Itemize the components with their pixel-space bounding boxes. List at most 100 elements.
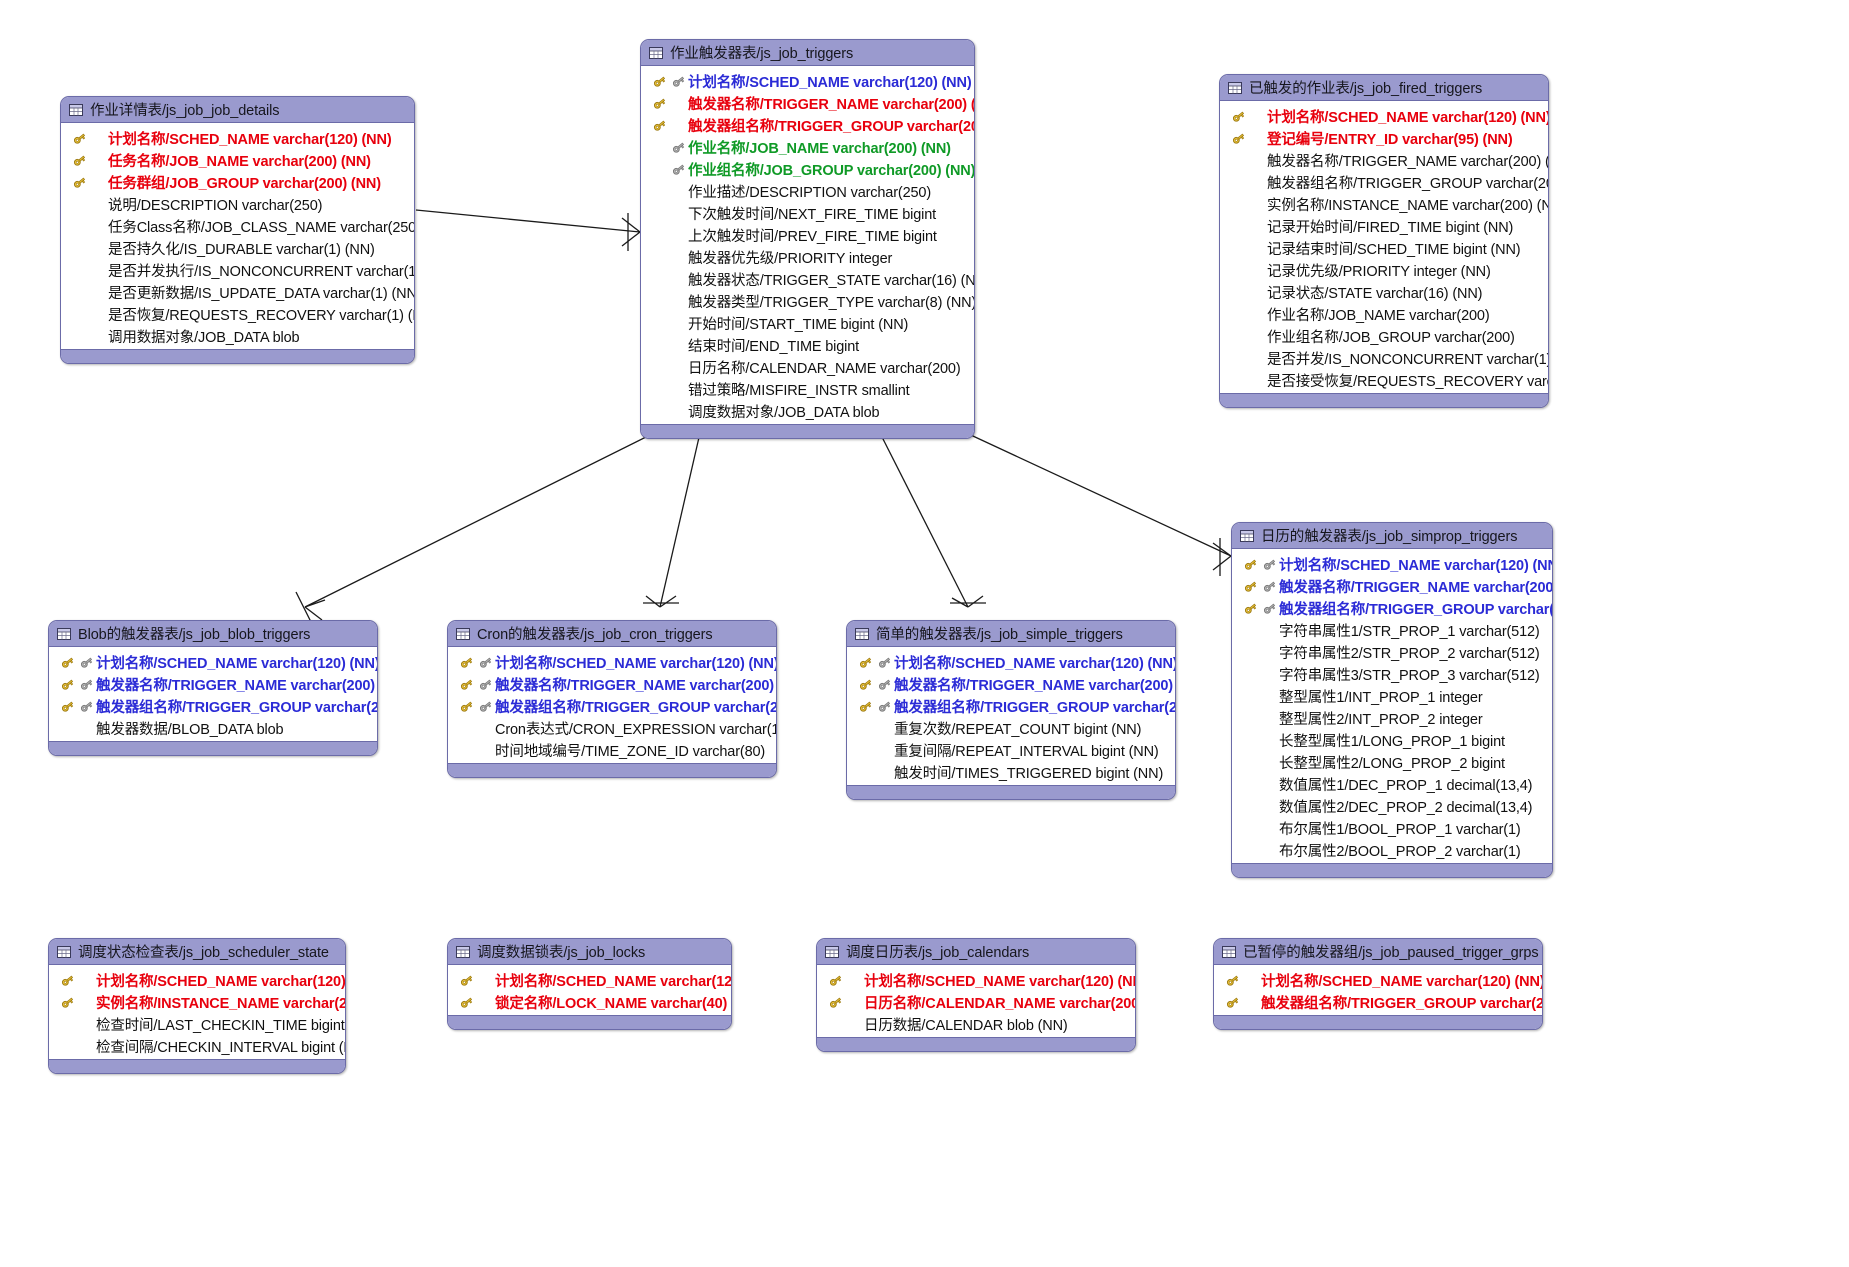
relationship-line-triggers-blob[interactable] <box>304 429 661 608</box>
attribute-row[interactable]: 计划名称/SCHED_NAME varchar(120) (NN) <box>49 651 377 673</box>
attribute-row[interactable]: 作业组名称/JOB_GROUP varchar(200) (NN) <box>641 158 974 180</box>
attribute-row[interactable]: 触发器类型/TRIGGER_TYPE varchar(8) (NN) <box>641 290 974 312</box>
attribute-row[interactable]: 开始时间/START_TIME bigint (NN) <box>641 312 974 334</box>
attribute-row[interactable]: 布尔属性2/BOOL_PROP_2 varchar(1) <box>1232 839 1552 861</box>
attribute-row[interactable]: 错过策略/MISFIRE_INSTR smallint <box>641 378 974 400</box>
attribute-row[interactable]: 触发器状态/TRIGGER_STATE varchar(16) (NN) <box>641 268 974 290</box>
attribute-row[interactable]: 作业描述/DESCRIPTION varchar(250) <box>641 180 974 202</box>
entity-fired_triggers[interactable]: 已触发的作业表/js_job_fired_triggers 计划名称/SCHED_… <box>1219 74 1549 408</box>
attribute-row[interactable]: 日历名称/CALENDAR_NAME varchar(200) (NN) <box>817 991 1135 1013</box>
attribute-row[interactable]: 长整型属性2/LONG_PROP_2 bigint <box>1232 751 1552 773</box>
entity-header-simprop_triggers[interactable]: 日历的触发器表/js_job_simprop_triggers <box>1232 523 1552 549</box>
attribute-row[interactable]: 重复次数/REPEAT_COUNT bigint (NN) <box>847 717 1175 739</box>
attribute-row[interactable]: 触发器组名称/TRIGGER_GROUP varchar(200) (NN) <box>641 114 974 136</box>
attribute-row[interactable]: 任务Class名称/JOB_CLASS_NAME varchar(250) (N… <box>61 215 414 237</box>
attribute-row[interactable]: 记录结束时间/SCHED_TIME bigint (NN) <box>1220 237 1548 259</box>
attribute-row[interactable]: 作业组名称/JOB_GROUP varchar(200) <box>1220 325 1548 347</box>
attribute-row[interactable]: 结束时间/END_TIME bigint <box>641 334 974 356</box>
attribute-row[interactable]: 检查间隔/CHECKIN_INTERVAL bigint (NN) <box>49 1035 345 1057</box>
attribute-row[interactable]: 触发器组名称/TRIGGER_GROUP varchar(200) (NN) <box>1232 597 1552 619</box>
attribute-row[interactable]: 计划名称/SCHED_NAME varchar(120) (NN) <box>49 969 345 991</box>
attribute-row[interactable]: 整型属性1/INT_PROP_1 integer <box>1232 685 1552 707</box>
entity-header-fired_triggers[interactable]: 已触发的作业表/js_job_fired_triggers <box>1220 75 1548 101</box>
attribute-row[interactable]: 字符串属性2/STR_PROP_2 varchar(512) <box>1232 641 1552 663</box>
attribute-row[interactable]: 说明/DESCRIPTION varchar(250) <box>61 193 414 215</box>
entity-scheduler_state[interactable]: 调度状态检查表/js_job_scheduler_state 计划名称/SCHED… <box>48 938 346 1074</box>
attribute-row[interactable]: 调用数据对象/JOB_DATA blob <box>61 325 414 347</box>
attribute-row[interactable]: 是否并发/IS_NONCONCURRENT varchar(1) <box>1220 347 1548 369</box>
attribute-row[interactable]: 字符串属性3/STR_PROP_3 varchar(512) <box>1232 663 1552 685</box>
attribute-row[interactable]: 长整型属性1/LONG_PROP_1 bigint <box>1232 729 1552 751</box>
entity-job_triggers[interactable]: 作业触发器表/js_job_triggers 计划名称/SCHED_NAME va… <box>640 39 975 439</box>
entity-header-scheduler_state[interactable]: 调度状态检查表/js_job_scheduler_state <box>49 939 345 965</box>
attribute-row[interactable]: 计划名称/SCHED_NAME varchar(120) (NN) <box>1214 969 1542 991</box>
attribute-row[interactable]: 触发器名称/TRIGGER_NAME varchar(200) (NN) <box>641 92 974 114</box>
attribute-row[interactable]: 计划名称/SCHED_NAME varchar(120) (NN) <box>1232 553 1552 575</box>
attribute-row[interactable]: 时间地域编号/TIME_ZONE_ID varchar(80) <box>448 739 776 761</box>
attribute-row[interactable]: 是否并发执行/IS_NONCONCURRENT varchar(1) (NN) <box>61 259 414 281</box>
relationship-line-details-triggers[interactable] <box>415 209 641 233</box>
entity-header-locks[interactable]: 调度数据锁表/js_job_locks <box>448 939 731 965</box>
attribute-row[interactable]: 作业名称/JOB_NAME varchar(200) <box>1220 303 1548 325</box>
attribute-row[interactable]: 计划名称/SCHED_NAME varchar(120) (NN) <box>817 969 1135 991</box>
attribute-row[interactable]: 日历数据/CALENDAR blob (NN) <box>817 1013 1135 1035</box>
attribute-row[interactable]: 检查时间/LAST_CHECKIN_TIME bigint (NN) <box>49 1013 345 1035</box>
attribute-row[interactable]: 是否持久化/IS_DURABLE varchar(1) (NN) <box>61 237 414 259</box>
attribute-row[interactable]: 字符串属性1/STR_PROP_1 varchar(512) <box>1232 619 1552 641</box>
attribute-row[interactable]: 触发器名称/TRIGGER_NAME varchar(200) (NN) <box>448 673 776 695</box>
attribute-row[interactable]: 触发时间/TIMES_TRIGGERED bigint (NN) <box>847 761 1175 783</box>
attribute-row[interactable]: 下次触发时间/NEXT_FIRE_TIME bigint <box>641 202 974 224</box>
attribute-row[interactable]: 布尔属性1/BOOL_PROP_1 varchar(1) <box>1232 817 1552 839</box>
attribute-row[interactable]: 触发器优先级/PRIORITY integer <box>641 246 974 268</box>
attribute-row[interactable]: 触发器名称/TRIGGER_NAME varchar(200) (NN) <box>847 673 1175 695</box>
attribute-row[interactable]: 任务名称/JOB_NAME varchar(200) (NN) <box>61 149 414 171</box>
entity-header-cron_triggers[interactable]: Cron的触发器表/js_job_cron_triggers <box>448 621 776 647</box>
attribute-row[interactable]: 记录开始时间/FIRED_TIME bigint (NN) <box>1220 215 1548 237</box>
attribute-row[interactable]: 数值属性1/DEC_PROP_1 decimal(13,4) <box>1232 773 1552 795</box>
attribute-row[interactable]: 触发器组名称/TRIGGER_GROUP varchar(200) (NN) <box>1220 171 1548 193</box>
entity-header-paused_trigger_grps[interactable]: 已暂停的触发器组/js_job_paused_trigger_grps <box>1214 939 1542 965</box>
attribute-row[interactable]: 计划名称/SCHED_NAME varchar(120) (NN) <box>61 127 414 149</box>
attribute-row[interactable]: Cron表达式/CRON_EXPRESSION varchar(120) (NN… <box>448 717 776 739</box>
attribute-row[interactable]: 触发器数据/BLOB_DATA blob <box>49 717 377 739</box>
attribute-row[interactable]: 登记编号/ENTRY_ID varchar(95) (NN) <box>1220 127 1548 149</box>
attribute-row[interactable]: 实例名称/INSTANCE_NAME varchar(200) (NN) <box>1220 193 1548 215</box>
attribute-row[interactable]: 触发器名称/TRIGGER_NAME varchar(200) (NN) <box>1232 575 1552 597</box>
attribute-row[interactable]: 触发器组名称/TRIGGER_GROUP varchar(200) (NN) <box>1214 991 1542 1013</box>
entity-header-job_details[interactable]: 作业详情表/js_job_job_details <box>61 97 414 123</box>
attribute-row[interactable]: 数值属性2/DEC_PROP_2 decimal(13,4) <box>1232 795 1552 817</box>
attribute-row[interactable]: 触发器组名称/TRIGGER_GROUP varchar(200) (NN) <box>448 695 776 717</box>
relationship-line-triggers-cron[interactable] <box>659 432 701 608</box>
relationship-line-triggers-simple[interactable] <box>879 432 969 608</box>
attribute-row[interactable]: 触发器组名称/TRIGGER_GROUP varchar(200) (NN) <box>847 695 1175 717</box>
attribute-row[interactable]: 锁定名称/LOCK_NAME varchar(40) (NN) <box>448 991 731 1013</box>
attribute-row[interactable]: 调度数据对象/JOB_DATA blob <box>641 400 974 422</box>
attribute-row[interactable]: 是否接受恢复/REQUESTS_RECOVERY varchar(1) <box>1220 369 1548 391</box>
entity-cron_triggers[interactable]: Cron的触发器表/js_job_cron_triggers 计划名称/SCHED… <box>447 620 777 778</box>
attribute-row[interactable]: 实例名称/INSTANCE_NAME varchar(200) (NN) <box>49 991 345 1013</box>
attribute-row[interactable]: 任务群组/JOB_GROUP varchar(200) (NN) <box>61 171 414 193</box>
entity-header-job_triggers[interactable]: 作业触发器表/js_job_triggers <box>641 40 974 66</box>
entity-simprop_triggers[interactable]: 日历的触发器表/js_job_simprop_triggers 计划名称/SCHE… <box>1231 522 1553 878</box>
attribute-row[interactable]: 计划名称/SCHED_NAME varchar(120) (NN) <box>641 70 974 92</box>
attribute-row[interactable]: 触发器名称/TRIGGER_NAME varchar(200) (NN) <box>49 673 377 695</box>
attribute-row[interactable]: 计划名称/SCHED_NAME varchar(120) (NN) <box>847 651 1175 673</box>
entity-header-calendars[interactable]: 调度日历表/js_job_calendars <box>817 939 1135 965</box>
relationship-line-triggers-simprop[interactable] <box>959 429 1232 557</box>
entity-paused_trigger_grps[interactable]: 已暂停的触发器组/js_job_paused_trigger_grps 计划名称/… <box>1213 938 1543 1030</box>
attribute-row[interactable]: 记录状态/STATE varchar(16) (NN) <box>1220 281 1548 303</box>
entity-job_details[interactable]: 作业详情表/js_job_job_details 计划名称/SCHED_NAME … <box>60 96 415 364</box>
attribute-row[interactable]: 是否恢复/REQUESTS_RECOVERY varchar(1) (NN) <box>61 303 414 325</box>
attribute-row[interactable]: 计划名称/SCHED_NAME varchar(120) (NN) <box>1220 105 1548 127</box>
attribute-row[interactable]: 日历名称/CALENDAR_NAME varchar(200) <box>641 356 974 378</box>
attribute-row[interactable]: 记录优先级/PRIORITY integer (NN) <box>1220 259 1548 281</box>
attribute-row[interactable]: 触发器组名称/TRIGGER_GROUP varchar(200) (NN) <box>49 695 377 717</box>
attribute-row[interactable]: 重复间隔/REPEAT_INTERVAL bigint (NN) <box>847 739 1175 761</box>
entity-locks[interactable]: 调度数据锁表/js_job_locks 计划名称/SCHED_NAME varch… <box>447 938 732 1030</box>
attribute-row[interactable]: 整型属性2/INT_PROP_2 integer <box>1232 707 1552 729</box>
attribute-row[interactable]: 计划名称/SCHED_NAME varchar(120) (NN) <box>448 969 731 991</box>
attribute-row[interactable]: 触发器名称/TRIGGER_NAME varchar(200) (NN) <box>1220 149 1548 171</box>
attribute-row[interactable]: 计划名称/SCHED_NAME varchar(120) (NN) <box>448 651 776 673</box>
